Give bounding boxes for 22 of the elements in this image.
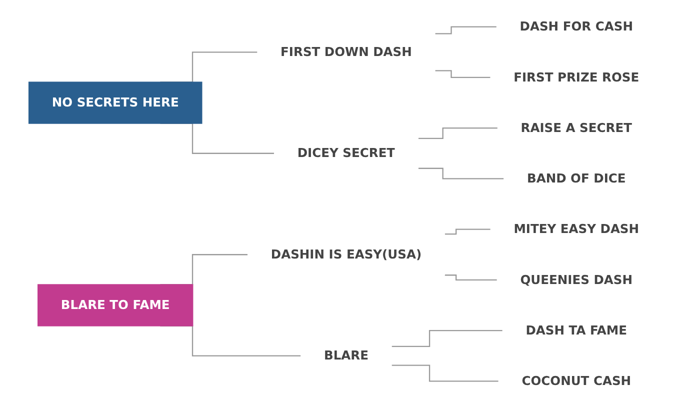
node-text: BLARE xyxy=(324,348,368,363)
node-text: BAND OF DICE xyxy=(526,171,626,186)
node-text: DASHIN IS EASY(USA) xyxy=(270,246,422,262)
node-text: FIRST PRIZE ROSE xyxy=(514,70,640,84)
connector xyxy=(392,330,503,347)
connector xyxy=(434,70,491,78)
node-text: DASH TA FAME xyxy=(526,322,628,338)
node-text: QUEENIES DASH xyxy=(520,272,633,287)
node-box: BLARE TO FAME xyxy=(38,284,194,326)
node-text: DASH FOR CASH xyxy=(520,19,633,34)
connector xyxy=(392,364,499,382)
connector xyxy=(418,128,498,139)
connector xyxy=(444,274,498,280)
node-text: COCONUT CASH xyxy=(522,373,632,388)
connector xyxy=(444,228,491,235)
node-box: NO SECRETS HERE xyxy=(28,82,202,124)
node-text: DICEY SECRET xyxy=(297,146,396,160)
node-text: MITEY EASY DASH xyxy=(514,222,640,236)
node-text: FIRST DOWN DASH xyxy=(280,44,412,60)
node-text: RAISE A SECRET xyxy=(520,120,632,135)
connector xyxy=(434,26,497,34)
connector xyxy=(418,168,504,180)
